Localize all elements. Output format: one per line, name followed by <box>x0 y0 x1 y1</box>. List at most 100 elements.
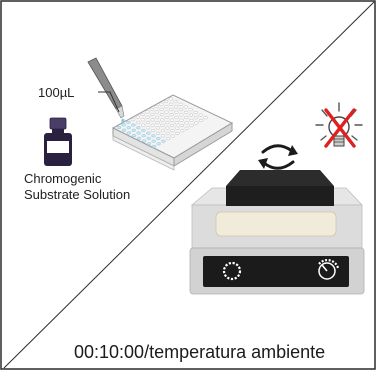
plate-well <box>179 118 184 122</box>
substrate-label-line2: Substrate Solution <box>24 187 130 202</box>
plate-well <box>145 126 151 130</box>
plate-well <box>170 129 175 133</box>
plate-well <box>198 113 203 117</box>
plate-well <box>141 134 146 138</box>
plate-well <box>140 123 146 127</box>
plate-well <box>174 121 180 125</box>
plate-well <box>179 113 184 117</box>
plate-well <box>160 134 166 138</box>
plate-well <box>150 118 155 122</box>
volume-label: 100µL <box>38 85 74 100</box>
caption: 00:10:00/temperatura ambiente <box>74 342 325 362</box>
plate-well <box>169 113 174 117</box>
plate-well <box>173 100 178 104</box>
plate-well <box>178 102 183 106</box>
plate-well <box>168 102 174 106</box>
plate-well <box>151 134 156 138</box>
time-label: 00:10:00 <box>74 342 144 362</box>
plate-well <box>141 128 146 132</box>
plate-well <box>163 99 169 104</box>
microplate-icon <box>111 94 234 171</box>
plate-well <box>149 107 155 111</box>
plate-well <box>141 139 147 143</box>
plate-well <box>146 136 151 140</box>
plate-well <box>135 115 141 119</box>
plate-well <box>164 121 170 125</box>
plate-well <box>130 118 136 122</box>
plate-well <box>150 123 156 127</box>
plate-well <box>179 123 185 128</box>
plate-well <box>189 124 194 128</box>
plate-well <box>126 120 131 124</box>
plate-well <box>155 126 161 130</box>
plate-well <box>193 110 198 114</box>
plate-well <box>145 115 150 119</box>
plate-well <box>159 113 165 117</box>
plate-well <box>189 118 194 122</box>
plate-well <box>159 102 164 106</box>
plate-well <box>146 142 152 146</box>
plate-well <box>203 116 208 120</box>
plate-well <box>169 107 174 112</box>
plate-well <box>131 123 136 127</box>
plate-well <box>154 105 159 109</box>
plate-well <box>164 115 170 119</box>
plate-well <box>126 131 132 135</box>
plate-well <box>155 131 161 135</box>
plate-well <box>131 134 137 138</box>
plate-well <box>194 121 199 125</box>
plate-well <box>151 144 157 148</box>
plate-well <box>168 97 173 101</box>
plate-well <box>145 120 151 125</box>
plate-well <box>136 126 141 130</box>
plate-well <box>121 128 127 132</box>
plate-well <box>160 123 165 127</box>
bottle-icon <box>44 117 72 166</box>
plate-well <box>188 108 193 112</box>
plate-well <box>170 134 176 138</box>
plate-well <box>184 116 189 120</box>
plate-well <box>140 112 145 117</box>
plate-well <box>193 116 199 120</box>
plate-well <box>156 136 161 141</box>
plate-well <box>178 108 184 112</box>
plate-well <box>116 125 122 130</box>
plate-well <box>126 126 131 130</box>
shaker-icon <box>189 170 365 295</box>
plate-well <box>144 110 150 114</box>
plate-well <box>159 107 164 111</box>
plate-well <box>165 137 171 141</box>
plate-well <box>154 115 160 119</box>
plate-well <box>169 118 175 122</box>
plate-well <box>188 113 194 117</box>
rotation-icon <box>258 144 298 170</box>
plate-well <box>149 113 155 117</box>
plate-well <box>156 142 161 146</box>
plate-well <box>175 131 180 135</box>
plate-well <box>131 128 136 132</box>
plate-well <box>150 128 156 133</box>
plate-well <box>121 123 126 127</box>
plate-well <box>161 139 166 143</box>
plate-well <box>154 110 160 114</box>
plate-well <box>165 131 171 135</box>
plate-well <box>183 110 189 114</box>
plate-well <box>160 129 166 133</box>
diagonal-divider <box>3 1 375 369</box>
plate-well <box>174 126 180 130</box>
substrate-label-line1: Chromogenic <box>24 171 102 186</box>
plate-well <box>169 123 175 127</box>
plate-well <box>184 126 190 130</box>
plate-well <box>155 121 160 125</box>
plate-well <box>173 105 179 109</box>
plate-well <box>174 115 179 120</box>
plate-well <box>179 129 185 133</box>
condition-label: /temperatura ambiente <box>144 342 325 362</box>
plate-well <box>151 139 156 143</box>
no-light-icon <box>315 102 363 148</box>
plate-well <box>146 131 151 135</box>
plate-well <box>165 126 170 130</box>
plate-well <box>136 131 141 135</box>
